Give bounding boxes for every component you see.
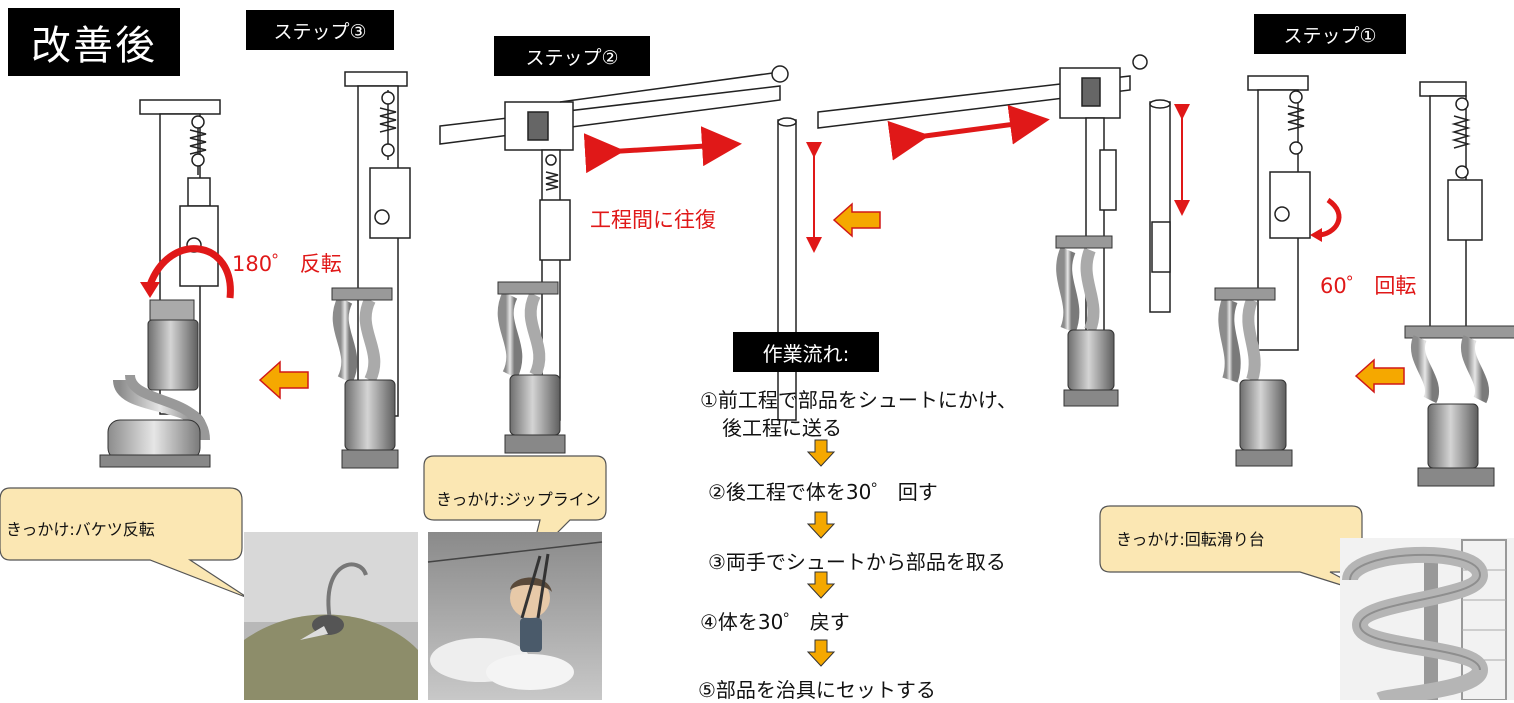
shuttle-arrow-left [583,126,742,174]
flow-header: 作業流れ: [733,332,879,372]
page-title: 改善後 [8,8,180,76]
part-upright-4 [1214,287,1293,467]
orange-arrow-left-3 [1354,358,1405,394]
callout-text-zipline: きっかけ:ジップライン [436,490,601,509]
photo-bucket [244,532,418,700]
rotate-arrow-60 [1317,197,1342,238]
rotate-180-label: 180゜ 反転 [232,252,342,276]
photo-spiral-slide [1340,538,1514,700]
part-upright-1 [331,287,399,469]
callout-text-bucket: きっかけ:バケツ反転 [6,520,155,539]
photo-zipline [427,532,603,700]
callout-text-slide: きっかけ:回転滑り台 [1116,530,1265,549]
part-upright-2 [497,281,566,454]
part-inverted [99,299,211,468]
callout-bubble-bucket [0,487,249,599]
rotate-60-label: 60゜ 回転 [1320,274,1417,298]
part-upright-5 [1404,325,1514,487]
part-upright-3 [1055,235,1119,407]
step2-label: ステップ② [494,36,650,76]
rotate-arrow-180 [146,245,234,299]
shuttle-arrow-right [887,104,1050,161]
callout-bubble-slide [1099,505,1377,597]
station-step1-a [1247,75,1311,351]
station-step1-b [1419,81,1483,337]
flow-step-2: ②後工程で体を30゜ 回す [708,480,938,504]
flow-down-arrows [806,439,836,667]
shuttle-label: 工程間に往復 [590,208,716,232]
flow-step-5: ⑤部品を治具にセットする [698,678,936,702]
step1-label: ステップ① [1254,14,1406,54]
flow-step-1-cont: 後工程に送る [722,416,842,440]
orange-arrow-left-2 [832,202,881,238]
flow-step-3: ③両手でシュートから部品を取る [708,550,1006,574]
orange-arrow-left-1 [258,360,309,400]
flow-step-1: ①前工程で部品をシュートにかけ、 [700,388,1017,412]
flow-step-4: ④体を30゜ 戻す [700,610,850,634]
step3-label: ステップ③ [246,10,394,50]
